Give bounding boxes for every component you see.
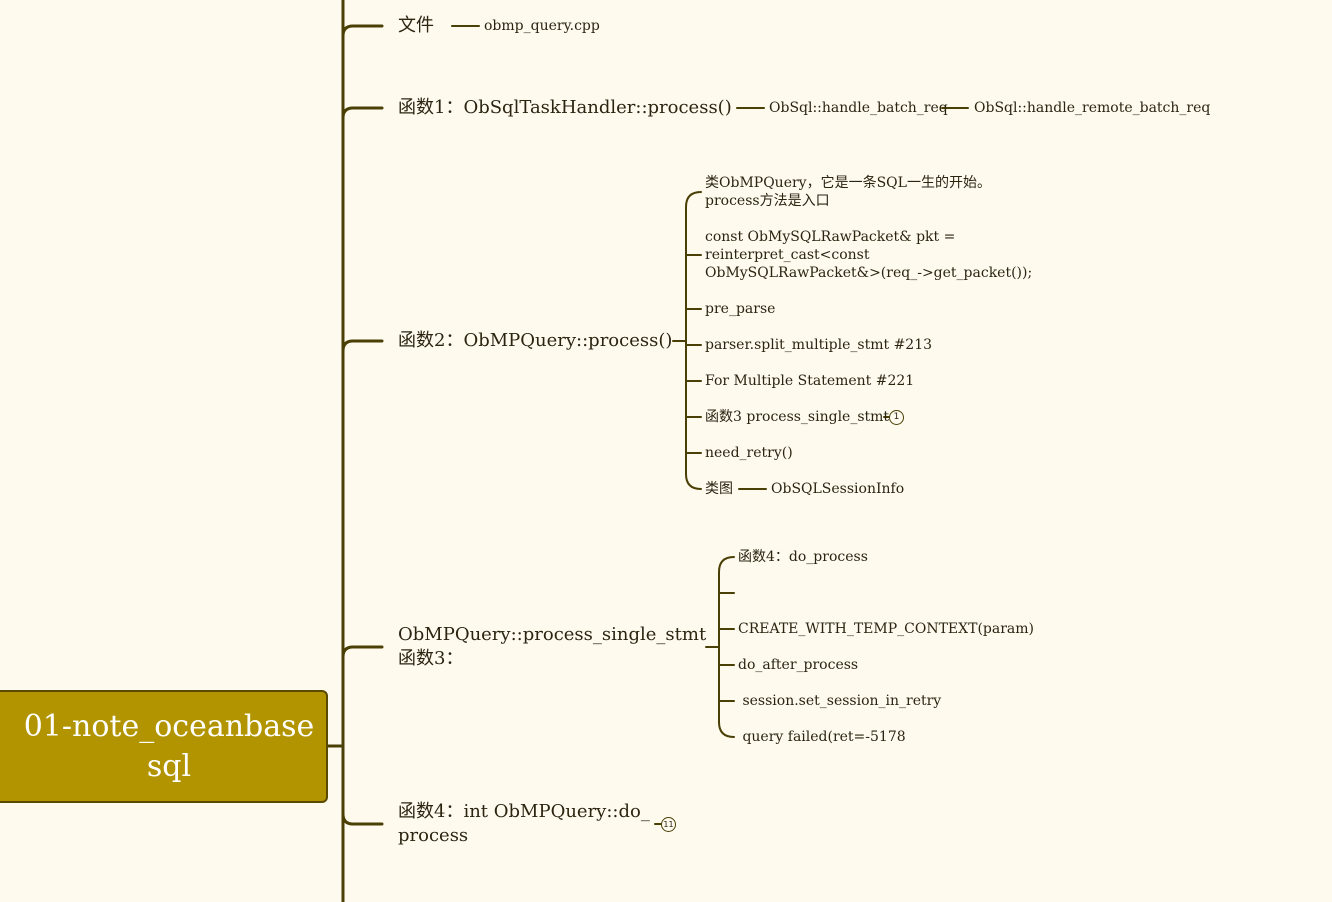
topic-func3[interactable]: ObMPQuery::process_single_stmt 函数3：	[398, 624, 707, 669]
func2-child-class-intro[interactable]: 类ObMPQuery，它是一条SQL一生的开始。 process方法是入口	[705, 175, 991, 209]
func3-child-do-process[interactable]: 函数4：do_process	[738, 549, 868, 565]
func3-child-set-session-retry[interactable]: session.set_session_in_retry	[738, 693, 942, 709]
topic-func4[interactable]: 函数4：int ObMPQuery::do_ process	[398, 801, 650, 846]
func2-child-class-diagram[interactable]: 类图	[705, 481, 733, 497]
func2-child-pre-parse[interactable]: pre_parse	[705, 301, 776, 317]
topic-func1[interactable]: 函数1：ObSqlTaskHandler::process()	[398, 97, 732, 118]
central-topic-label: 01-note_oceanbase sql	[23, 708, 315, 784]
class-diagram-child[interactable]: ObSQLSessionInfo	[771, 481, 905, 497]
func2-child-split-multiple[interactable]: parser.split_multiple_stmt #213	[705, 337, 933, 353]
topic-func1-grandchild[interactable]: ObSql::handle_remote_batch_req	[974, 100, 1211, 116]
func2-child-need-retry[interactable]: need_retry()	[705, 445, 793, 461]
collapsed-count-badge[interactable]: 11	[661, 817, 676, 832]
topic-func2[interactable]: 函数2：ObMPQuery::process()	[398, 330, 673, 351]
func2-child-multiple-statement[interactable]: For Multiple Statement #221	[705, 373, 915, 389]
topic-file[interactable]: 文件	[398, 15, 434, 36]
func3-child-query-failed[interactable]: query failed(ret=-5178	[738, 729, 906, 745]
func3-child-do-after-process[interactable]: do_after_process	[738, 657, 859, 673]
func2-child-raw-packet[interactable]: const ObMySQLRawPacket& pkt = reinterpre…	[705, 229, 1033, 281]
central-topic[interactable]: 01-note_oceanbase sql	[0, 690, 328, 803]
func3-child-temp-context[interactable]: CREATE_WITH_TEMP_CONTEXT(param)	[738, 621, 1035, 637]
topic-file-child[interactable]: obmp_query.cpp	[484, 18, 600, 34]
topic-func1-child[interactable]: ObSql::handle_batch_req	[769, 100, 948, 116]
collapsed-count-badge[interactable]: 1	[889, 410, 904, 425]
func2-child-process-single-stmt[interactable]: 函数3 process_single_stmt	[705, 409, 890, 425]
